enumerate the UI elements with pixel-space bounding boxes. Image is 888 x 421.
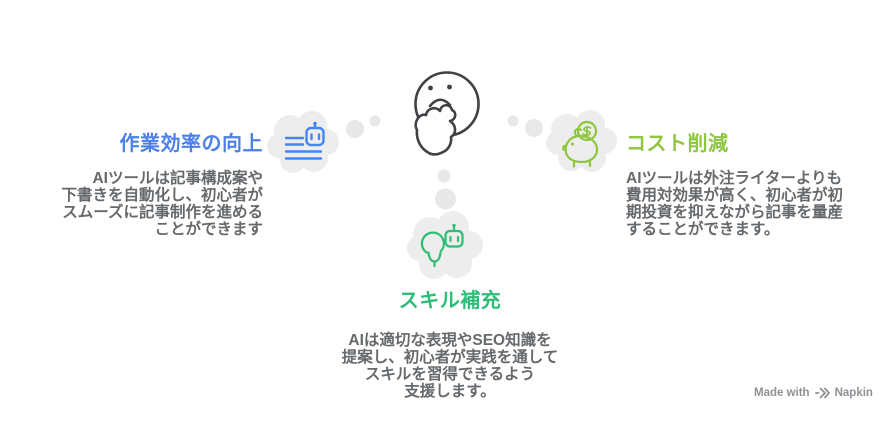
robot-document-icon: [284, 121, 325, 160]
section-skill-body: AIは適切な表現やSEO知識を 提案し、初心者が実践を通して スキルを習得できる…: [341, 332, 559, 400]
napkin-credit[interactable]: Made with Napkin: [754, 385, 873, 400]
section-skill-heading: スキル補充: [398, 290, 502, 312]
thinking-face-illustration: [414, 71, 480, 156]
thought-bubble-dots: [346, 115, 543, 210]
thought-cloud-right: [546, 110, 617, 172]
piggy-bank-icon: [562, 120, 599, 168]
napkin-credit-brand: Napkin: [834, 386, 873, 399]
thought-cloud-left: [267, 111, 339, 173]
face-eye-left: [428, 85, 433, 91]
section-efficiency-heading: 作業効率の向上: [119, 133, 263, 155]
napkin-logo-icon: [814, 387, 830, 398]
section-cost-heading: コスト削減: [626, 133, 729, 155]
thinking-hand: [414, 103, 457, 156]
section-efficiency: 作業効率の向上 AIツールは記事構成案や 下書きを自動化し、初心者が スムーズに…: [30, 133, 263, 238]
face-frown-mouth: [428, 98, 452, 108]
thought-cloud-bottom: [407, 211, 483, 279]
section-efficiency-body: AIツールは記事構成案や 下書きを自動化し、初心者が スムーズに記事制作を進める…: [61, 170, 263, 238]
section-cost: コスト削減 AIツールは外注ライターよりも 費用対効果が高く、初心者が初 期投資…: [626, 133, 876, 238]
section-skill: スキル補充 AIは適切な表現やSEO知識を 提案し、初心者が実践を通して スキル…: [325, 290, 575, 400]
face-eye-right: [447, 84, 452, 90]
napkin-credit-made-with: Made with: [754, 386, 810, 399]
lightbulb-robot-icon: [420, 223, 464, 268]
section-cost-body: AIツールは外注ライターよりも 費用対効果が高く、初心者が初 期投資を抑えながら…: [626, 170, 844, 238]
